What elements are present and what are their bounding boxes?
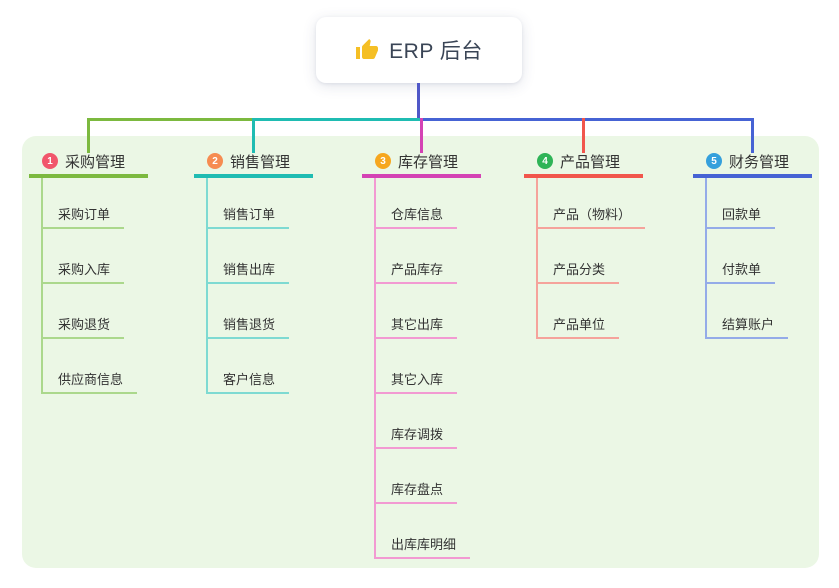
child-node[interactable]: 其它入库 — [374, 373, 458, 394]
child-node[interactable]: 库存盘点 — [374, 483, 458, 504]
child-node[interactable]: 库存调拨 — [374, 428, 458, 449]
child-node[interactable]: 采购退货 — [41, 318, 125, 339]
branch-number-badge: 2 — [207, 153, 223, 169]
branch-node-4[interactable]: 4 产品管理 — [524, 148, 643, 178]
child-node[interactable]: 销售订单 — [206, 208, 290, 229]
root-title: ERP 后台 — [389, 40, 483, 63]
child-node[interactable]: 其它出库 — [374, 318, 458, 339]
bus-segment-2 — [252, 118, 420, 121]
branch-number-badge: 5 — [706, 153, 722, 169]
branch-node-2[interactable]: 2 销售管理 — [194, 148, 313, 178]
child-node[interactable]: 付款单 — [705, 263, 776, 284]
child-node[interactable]: 采购订单 — [41, 208, 125, 229]
branch-child-spine — [536, 178, 538, 339]
thumbs-up-icon — [355, 38, 379, 62]
branch-number-badge: 4 — [537, 153, 553, 169]
branch-number-badge: 3 — [375, 153, 391, 169]
child-node[interactable]: 仓库信息 — [374, 208, 458, 229]
child-node[interactable]: 产品单位 — [536, 318, 620, 339]
child-node[interactable]: 产品（物料） — [536, 208, 646, 229]
branch-number-badge: 1 — [42, 153, 58, 169]
child-node[interactable]: 供应商信息 — [41, 373, 138, 394]
bus-segment-3 — [420, 118, 754, 121]
child-node[interactable]: 客户信息 — [206, 373, 290, 394]
bus-segment-1 — [87, 118, 252, 121]
branch-child-spine — [206, 178, 208, 394]
child-node[interactable]: 产品库存 — [374, 263, 458, 284]
branch-child-spine — [705, 178, 707, 339]
branch-label: 库存管理 — [398, 153, 459, 171]
branch-node-1[interactable]: 1 采购管理 — [29, 148, 148, 178]
branch-label: 财务管理 — [729, 153, 790, 171]
branch-child-spine — [41, 178, 43, 394]
root-node[interactable]: ERP 后台 — [316, 17, 522, 83]
child-node[interactable]: 结算账户 — [705, 318, 789, 339]
branch-label: 产品管理 — [560, 153, 621, 171]
child-node[interactable]: 销售出库 — [206, 263, 290, 284]
root-trunk-line — [417, 83, 420, 121]
child-node[interactable]: 出库库明细 — [374, 538, 471, 559]
branch-drop-line — [87, 118, 90, 153]
child-node[interactable]: 回款单 — [705, 208, 776, 229]
branches-panel — [22, 136, 819, 568]
branch-drop-line — [420, 118, 423, 153]
branch-drop-line — [751, 118, 754, 153]
branch-child-spine — [374, 178, 376, 559]
child-node[interactable]: 销售退货 — [206, 318, 290, 339]
branch-label: 销售管理 — [230, 153, 291, 171]
branch-node-5[interactable]: 5 财务管理 — [693, 148, 812, 178]
branch-node-3[interactable]: 3 库存管理 — [362, 148, 481, 178]
branch-label: 采购管理 — [65, 153, 126, 171]
branch-drop-line — [582, 118, 585, 153]
branch-drop-line — [252, 118, 255, 153]
child-node[interactable]: 产品分类 — [536, 263, 620, 284]
child-node[interactable]: 采购入库 — [41, 263, 125, 284]
